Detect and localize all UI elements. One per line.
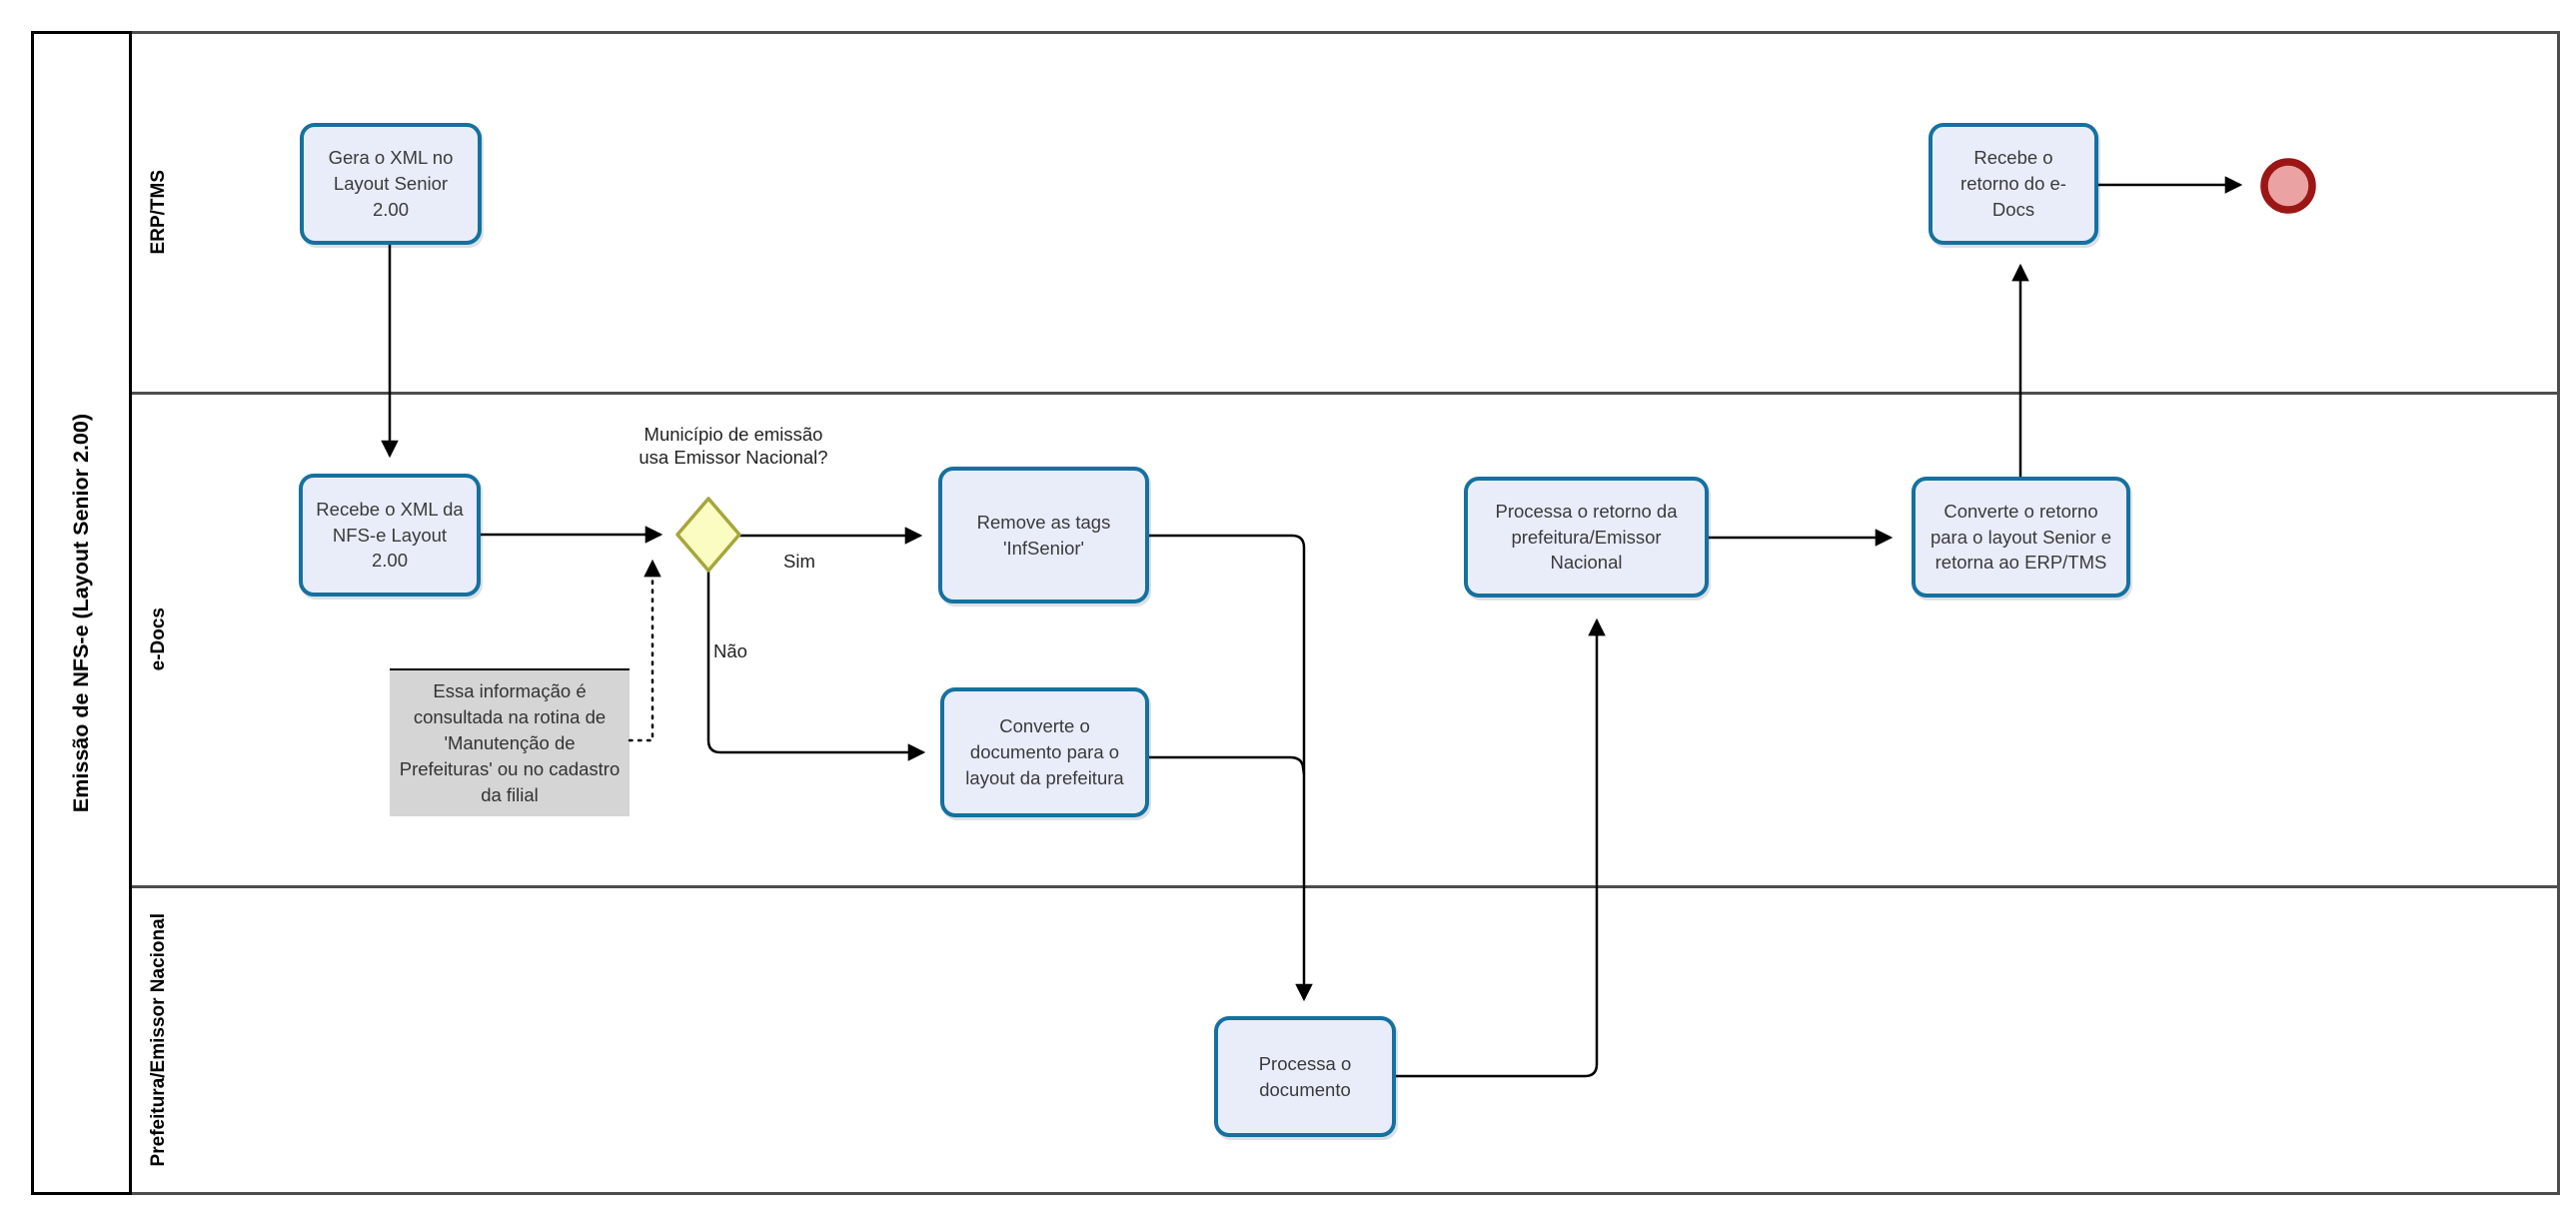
task-gera-xml-label: Gera o XML no Layout Senior 2.00 xyxy=(328,147,454,220)
task-remove-tags: Remove as tags 'InfSenior' xyxy=(938,467,1149,604)
gateway-yes-label: Sim xyxy=(783,551,815,572)
task-gera-xml: Gera o XML no Layout Senior 2.00 xyxy=(300,123,482,245)
task-converte-retorno-label: Converte o retorno para o layout Senior … xyxy=(1930,500,2111,574)
task-recebe-xml-label: Recebe o XML da NFS-e Layout 2.00 xyxy=(316,498,464,572)
text-annotation: Essa informação é consultada na rotina d… xyxy=(390,668,630,816)
lane-prefeitura: Prefeitura/Emissor Nacional xyxy=(133,888,185,1192)
task-processa-documento-label: Processa o documento xyxy=(1258,1052,1352,1100)
lane-label-prefeitura: Prefeitura/Emissor Nacional xyxy=(148,913,169,1167)
pool-title: Emissão de NFS-e (Layout Senior 2.00) xyxy=(69,413,93,813)
task-remove-tags-label: Remove as tags 'InfSenior' xyxy=(976,511,1111,559)
task-processa-retorno: Processa o retorno da prefeitura/Emissor… xyxy=(1464,477,1709,598)
task-converte-documento-label: Converte o documento para o layout da pr… xyxy=(965,715,1124,788)
lane-divider-2 xyxy=(132,885,2560,888)
lane-label-erp-tms: ERP/TMS xyxy=(148,169,169,255)
gateway-no-label: Não xyxy=(713,640,747,661)
text-annotation-label: Essa informação é consultada na rotina d… xyxy=(399,680,621,805)
pool-title-column: Emissão de NFS-e (Layout Senior 2.00) xyxy=(31,31,132,1195)
task-converte-documento: Converte o documento para o layout da pr… xyxy=(940,687,1149,817)
task-converte-retorno: Converte o retorno para o layout Senior … xyxy=(1912,477,2130,598)
lane-erp-tms: ERP/TMS xyxy=(133,34,185,390)
task-recebe-retorno-label: Recebe o retorno do e-Docs xyxy=(1960,147,2066,220)
task-processa-documento: Processa o documento xyxy=(1214,1016,1396,1137)
task-recebe-retorno: Recebe o retorno do e-Docs xyxy=(1929,123,2098,245)
gateway-question-label: Município de emissão usa Emissor Naciona… xyxy=(639,424,828,468)
lane-divider-1 xyxy=(132,392,2560,395)
lane-e-docs: e-Docs xyxy=(133,395,185,883)
task-processa-retorno-label: Processa o retorno da prefeitura/Emissor… xyxy=(1495,500,1678,574)
task-recebe-xml: Recebe o XML da NFS-e Layout 2.00 xyxy=(299,474,481,597)
lane-label-e-docs: e-Docs xyxy=(148,607,169,671)
